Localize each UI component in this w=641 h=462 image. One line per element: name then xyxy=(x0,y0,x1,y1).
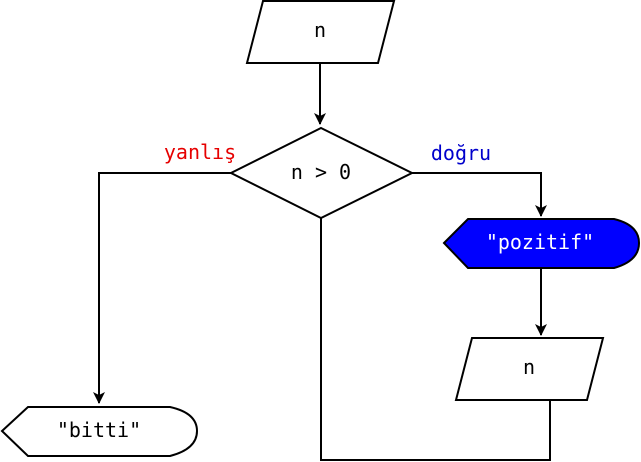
input-node-n-loop: n xyxy=(454,337,605,401)
input-node-n-loop-label: n xyxy=(523,355,535,379)
input-node-n-label: n xyxy=(314,18,326,42)
decision-node-label: n > 0 xyxy=(291,160,351,184)
edge-label-false: yanlış xyxy=(164,140,236,164)
edge-label-true: doğru xyxy=(431,141,491,165)
display-node-pozitif-label: "pozitif" xyxy=(486,230,594,254)
display-node-bitti-label: "bitti" xyxy=(57,418,141,442)
decision-node: n > 0 xyxy=(228,126,415,220)
edge-true-to-pozitif xyxy=(412,172,547,217)
display-node-pozitif: "pozitif" xyxy=(442,218,641,269)
display-node-bitti: "bitti" xyxy=(0,406,199,457)
input-node-n: n xyxy=(245,0,396,64)
edge-loop-back xyxy=(320,218,551,461)
edges xyxy=(93,63,551,461)
edge-false-to-bitti xyxy=(93,172,231,404)
